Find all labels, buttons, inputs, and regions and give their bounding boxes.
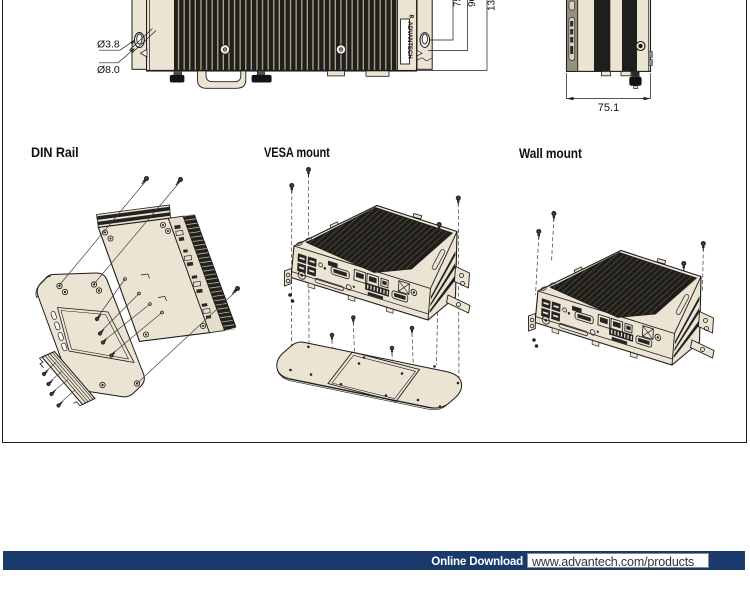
- svg-text:96: 96: [467, 0, 478, 7]
- svg-text:Ø3.8: Ø3.8: [97, 39, 120, 51]
- svg-text:8: 8: [407, 15, 414, 19]
- svg-text:135: 135: [487, 0, 498, 11]
- svg-text:ADVANTECH: ADVANTECH: [406, 22, 412, 59]
- svg-text:75.1: 75.1: [598, 102, 619, 114]
- svg-text:75: 75: [453, 0, 464, 7]
- svg-text:Ø8.0: Ø8.0: [97, 64, 120, 76]
